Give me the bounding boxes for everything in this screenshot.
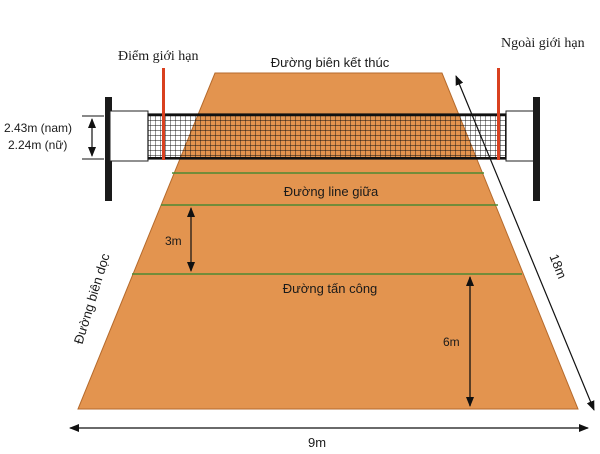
left-post	[105, 97, 112, 201]
limit-point-label: Điểm giới hạn	[118, 49, 199, 64]
dimension-18m-label: 18m	[546, 252, 569, 281]
dimension-3m-label: 3m	[165, 234, 182, 248]
height-men-label: 2.43m (nam)	[4, 121, 72, 135]
side-line-label: Đường biên dọc	[71, 251, 113, 346]
height-women-label: 2.24m (nữ)	[8, 138, 67, 152]
center-line-label: Đường line giữa	[284, 184, 379, 199]
net-mesh	[147, 113, 507, 160]
right-post	[533, 97, 540, 201]
dimension-18m-arrow	[455, 75, 595, 411]
attack-line-label: Đường tấn công	[283, 281, 378, 296]
end-line-label: Đường biên kết thúc	[271, 55, 390, 70]
left-post-band	[109, 110, 149, 162]
dimension-6m-label: 6m	[443, 335, 460, 349]
left-antenna	[162, 68, 165, 160]
right-antenna	[497, 68, 500, 160]
dimension-9m-label: 9m	[308, 435, 326, 450]
outside-limit-label: Ngoài giới hạn	[501, 36, 585, 51]
